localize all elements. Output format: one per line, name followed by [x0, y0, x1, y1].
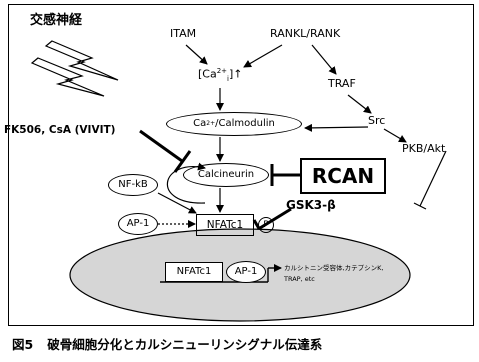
arrow-rankl-traf	[311, 44, 337, 75]
sympathetic-nerve-label: 交感神経	[30, 13, 83, 28]
inhibit-pkb	[419, 150, 447, 207]
figure-caption-text: 破骨細胞分化とカルシニューリンシグナル伝達系	[47, 337, 323, 352]
pkb-akt-label: PKB/Akt	[402, 142, 446, 155]
figure-number: 図5	[12, 337, 34, 352]
calcium-sub: i	[227, 74, 229, 83]
target-genes-line1: カルシトニン受容体,カテプシンK,	[284, 264, 384, 272]
gsk3b-label: GSK3-β	[286, 198, 336, 212]
rcan-node: RCAN	[300, 158, 386, 194]
nfatc1-node: NFATc1	[196, 214, 254, 236]
figure-frame	[8, 4, 474, 326]
arrow-rankl-ca	[243, 44, 283, 68]
src-label: Src	[368, 114, 386, 127]
lightning-bolt-icon	[30, 40, 119, 97]
arrow-nfkb-nfatc1	[157, 192, 197, 214]
arrow-traf-src	[347, 94, 372, 114]
calmodulin-rest: /Calmodulin	[215, 118, 275, 129]
fk506-label: FK506, CsA (VIVIT)	[4, 124, 116, 136]
calcium-sup: 2+	[216, 67, 228, 75]
calcium-base: [Ca	[198, 67, 217, 81]
arrow-src-calmodulin	[304, 123, 369, 132]
inhibit-fk506	[139, 129, 183, 163]
figure-caption: 図5 破骨細胞分化とカルシニューリンシグナル伝達系	[12, 334, 322, 353]
arrow-src-pkb	[383, 128, 407, 143]
calmodulin-sup: 2+	[206, 120, 216, 127]
calcium-arrow: ]↑	[229, 67, 243, 81]
nfkb-node: NF-kB	[108, 174, 158, 196]
target-genes-line2: TRAP, etc	[284, 275, 315, 283]
calcium-label: [Ca2+i]↑	[198, 68, 243, 83]
calcineurin-node: Calcineurin	[183, 163, 269, 187]
nucleus-nfatc1-node: NFATc1	[165, 262, 223, 282]
itam-label: ITAM	[170, 27, 197, 40]
nucleus-ap1-node: AP-1	[226, 261, 266, 283]
rankl-label: RANKL/RANK	[270, 27, 341, 40]
inhibit-pkb-bar	[413, 202, 427, 210]
traf-label: TRAF	[328, 77, 356, 90]
phospho-node: P	[258, 217, 274, 233]
calmodulin-base: Ca	[193, 118, 207, 129]
inhibit-fk506-bar	[173, 150, 192, 173]
ap1-node: AP-1	[118, 213, 158, 235]
arrow-itam-ca	[185, 44, 208, 65]
